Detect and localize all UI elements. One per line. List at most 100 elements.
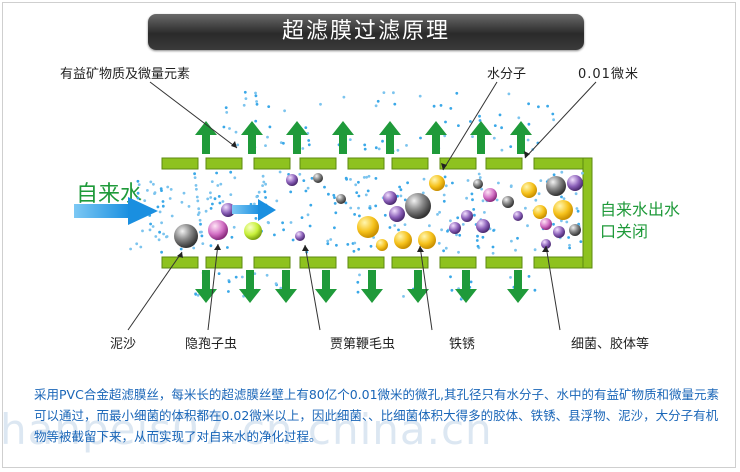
water-dot: [356, 280, 360, 284]
water-dot: [358, 273, 361, 277]
water-dot: [455, 233, 458, 237]
water-dot: [319, 102, 322, 106]
water-dot: [301, 147, 305, 150]
water-dot: [367, 174, 371, 178]
water-dot: [200, 234, 204, 238]
water-dot: [581, 171, 584, 175]
contaminant-particles: [174, 173, 583, 251]
water-dot: [473, 213, 476, 217]
membrane-segment: [205, 157, 243, 170]
membrane-segment: [439, 256, 477, 269]
water-dot: [153, 191, 157, 195]
water-dot: [300, 216, 304, 220]
membrane-segment: [161, 157, 199, 170]
water-dot: [396, 148, 400, 152]
arrow-up-icon: [241, 121, 263, 135]
permeate-arrows-up: [195, 121, 532, 154]
water-dot: [405, 144, 408, 147]
membrane-segment: [347, 157, 385, 170]
water-dot: [332, 193, 336, 197]
water-dot: [217, 195, 221, 198]
water-dot: [228, 127, 231, 130]
label-outlet-line1: 自来水出水: [600, 200, 681, 219]
water-dot: [576, 209, 580, 213]
water-dot: [222, 125, 226, 129]
water-dot: [495, 198, 499, 202]
water-dot: [374, 204, 378, 208]
particle: [476, 219, 490, 233]
water-dot: [243, 90, 247, 94]
water-dot: [449, 275, 452, 279]
water-dot: [210, 180, 214, 184]
water-dot: [349, 206, 353, 210]
water-dot: [381, 139, 384, 143]
particle: [429, 175, 445, 191]
water-dot: [306, 213, 310, 217]
water-dot: [442, 249, 445, 253]
water-dot: [507, 92, 511, 96]
water-dot: [403, 223, 407, 227]
water-dot: [526, 224, 529, 228]
water-dot: [161, 204, 165, 208]
arrow-down-icon: [361, 289, 383, 303]
water-dot: [291, 238, 295, 242]
water-dot: [168, 197, 172, 200]
particle: [540, 218, 552, 230]
water-dot: [233, 176, 237, 180]
water-dot: [402, 295, 405, 298]
water-dot: [376, 99, 380, 103]
water-dot: [364, 193, 368, 197]
water-dot: [264, 182, 267, 186]
water-dot: [136, 196, 140, 200]
water-dot: [369, 244, 373, 248]
water-dot: [444, 246, 448, 250]
arrow-up-shaft: [248, 134, 256, 154]
water-dot: [160, 221, 164, 225]
water-dot: [264, 196, 267, 199]
water-dot: [471, 198, 474, 202]
membrane-bottom: [161, 256, 593, 269]
water-dot: [166, 185, 170, 189]
water-dot: [254, 217, 258, 220]
page-title: 超滤膜过滤原理: [148, 14, 584, 50]
water-dot: [366, 189, 370, 193]
water-dot: [356, 290, 360, 294]
particle: [569, 224, 581, 236]
water-dot: [304, 126, 308, 129]
water-dot: [469, 120, 472, 123]
water-dot: [365, 175, 368, 179]
water-dot: [492, 229, 495, 232]
membrane-segment: [253, 256, 291, 269]
water-dot: [160, 189, 163, 193]
water-dot: [477, 172, 481, 176]
water-dot: [357, 194, 361, 198]
water-dot: [497, 181, 500, 185]
water-dot: [169, 188, 173, 191]
water-dot: [255, 100, 258, 103]
water-dot: [491, 251, 495, 255]
water-dot: [349, 178, 352, 181]
particle: [502, 196, 514, 208]
water-dot: [273, 233, 276, 237]
water-dot: [383, 213, 387, 217]
water-dot: [358, 214, 361, 218]
arrow-down-icon: [275, 289, 297, 303]
water-dot: [461, 223, 465, 226]
water-dot: [179, 247, 183, 251]
water-dot: [534, 198, 538, 202]
label-sand: 泥沙: [110, 337, 137, 352]
membrane-segment: [485, 256, 523, 269]
water-dot: [357, 247, 361, 251]
water-dot: [136, 191, 140, 195]
water-dot: [209, 244, 213, 248]
water-dot: [478, 119, 482, 122]
membrane-segment: [347, 256, 385, 269]
water-dot: [309, 203, 313, 207]
water-dot: [165, 235, 168, 239]
water-dot: [323, 185, 326, 189]
water-dot: [509, 185, 513, 189]
water-dot: [221, 200, 225, 203]
water-dot: [213, 197, 217, 201]
water-dot: [195, 195, 199, 199]
water-dot: [450, 288, 454, 292]
